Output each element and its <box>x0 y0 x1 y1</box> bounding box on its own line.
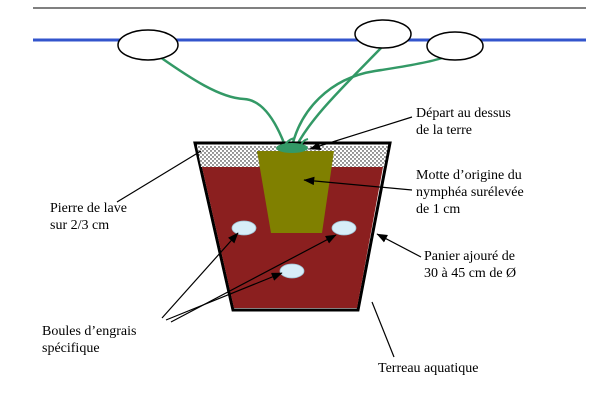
aquatic-soil <box>202 167 383 308</box>
label-line: spécifique <box>42 341 100 356</box>
leader-terreau <box>371 301 395 358</box>
label-line: Motte d’origine du <box>416 168 522 183</box>
label-line: de 1 cm <box>416 202 461 217</box>
lily-pad-left <box>117 29 179 61</box>
fertilizer-ball-left <box>231 220 257 236</box>
label-line: Boules d’engrais <box>42 324 137 339</box>
label-line: Pierre de lave <box>50 201 127 216</box>
lily-stem-right <box>289 56 443 152</box>
label-line: 30 à 45 cm de Ø <box>424 266 517 281</box>
lily-stem-middle <box>292 47 382 152</box>
arrow-panier <box>376 233 422 258</box>
lily-pad-middle <box>354 19 412 49</box>
rootball <box>257 151 334 233</box>
label-line: Panier ajouré de <box>424 249 515 264</box>
label-line: de la terre <box>416 123 472 138</box>
leader-pierre-de-lave <box>116 150 202 203</box>
arrow-boule-right <box>170 234 337 323</box>
crown-leaf-left <box>282 137 296 151</box>
lily-pad-right <box>426 31 484 61</box>
plant-crown-tuft <box>276 143 308 153</box>
label-pierre-de-lave: Pierre de lave sur 2/3 cm <box>50 200 127 234</box>
crown-leaf-right <box>299 138 309 151</box>
label-panier-ajoure: Panier ajouré de 30 à 45 cm de Ø <box>424 248 516 282</box>
arrow-boule-bottom <box>165 272 283 321</box>
label-line: Terreau aquatique <box>378 361 479 376</box>
label-terreau-aquatique: Terreau aquatique <box>378 360 478 377</box>
label-line: Départ au dessus <box>416 106 511 121</box>
label-motte-origine: Motte d’origine du nymphéa surélevée de … <box>416 167 524 218</box>
fertilizer-ball-bottom <box>279 263 305 279</box>
fertilizer-ball-right <box>331 220 357 236</box>
label-depart-au-dessus: Départ au dessus de la terre <box>416 105 511 139</box>
arrow-depart <box>309 116 413 150</box>
arrow-boule-left <box>161 232 239 319</box>
arrow-motte <box>303 176 413 191</box>
label-boules-engrais: Boules d’engrais spécifique <box>42 323 136 357</box>
label-line: sur 2/3 cm <box>50 218 110 233</box>
lily-stem-left <box>159 55 289 152</box>
label-line: nymphéa surélevée <box>416 185 524 200</box>
